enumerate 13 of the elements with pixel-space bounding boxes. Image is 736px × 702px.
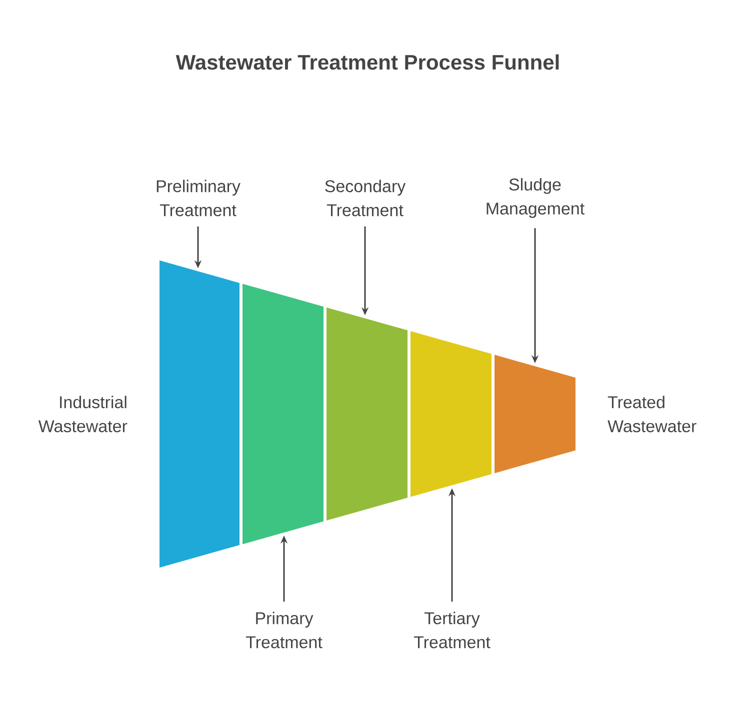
step-label: Preliminary Treatment <box>156 180 240 216</box>
funnel-segment <box>242 284 324 544</box>
step-label: Primary Treatment <box>246 612 322 648</box>
step-label: Secondary Treatment <box>325 180 406 216</box>
step-label: Tertiary Treatment <box>414 612 490 648</box>
funnel-segment <box>160 260 240 568</box>
funnel-segment <box>410 331 492 497</box>
funnel-segment <box>494 354 576 474</box>
title: Wastewater Treatment Process Funnel <box>176 54 559 70</box>
step-label: Sludge Management <box>486 178 584 218</box>
funnel-segment <box>326 308 408 520</box>
flow-label: Industrial Wastewater <box>38 396 128 432</box>
flow-label: Treated Wastewater <box>608 396 696 432</box>
